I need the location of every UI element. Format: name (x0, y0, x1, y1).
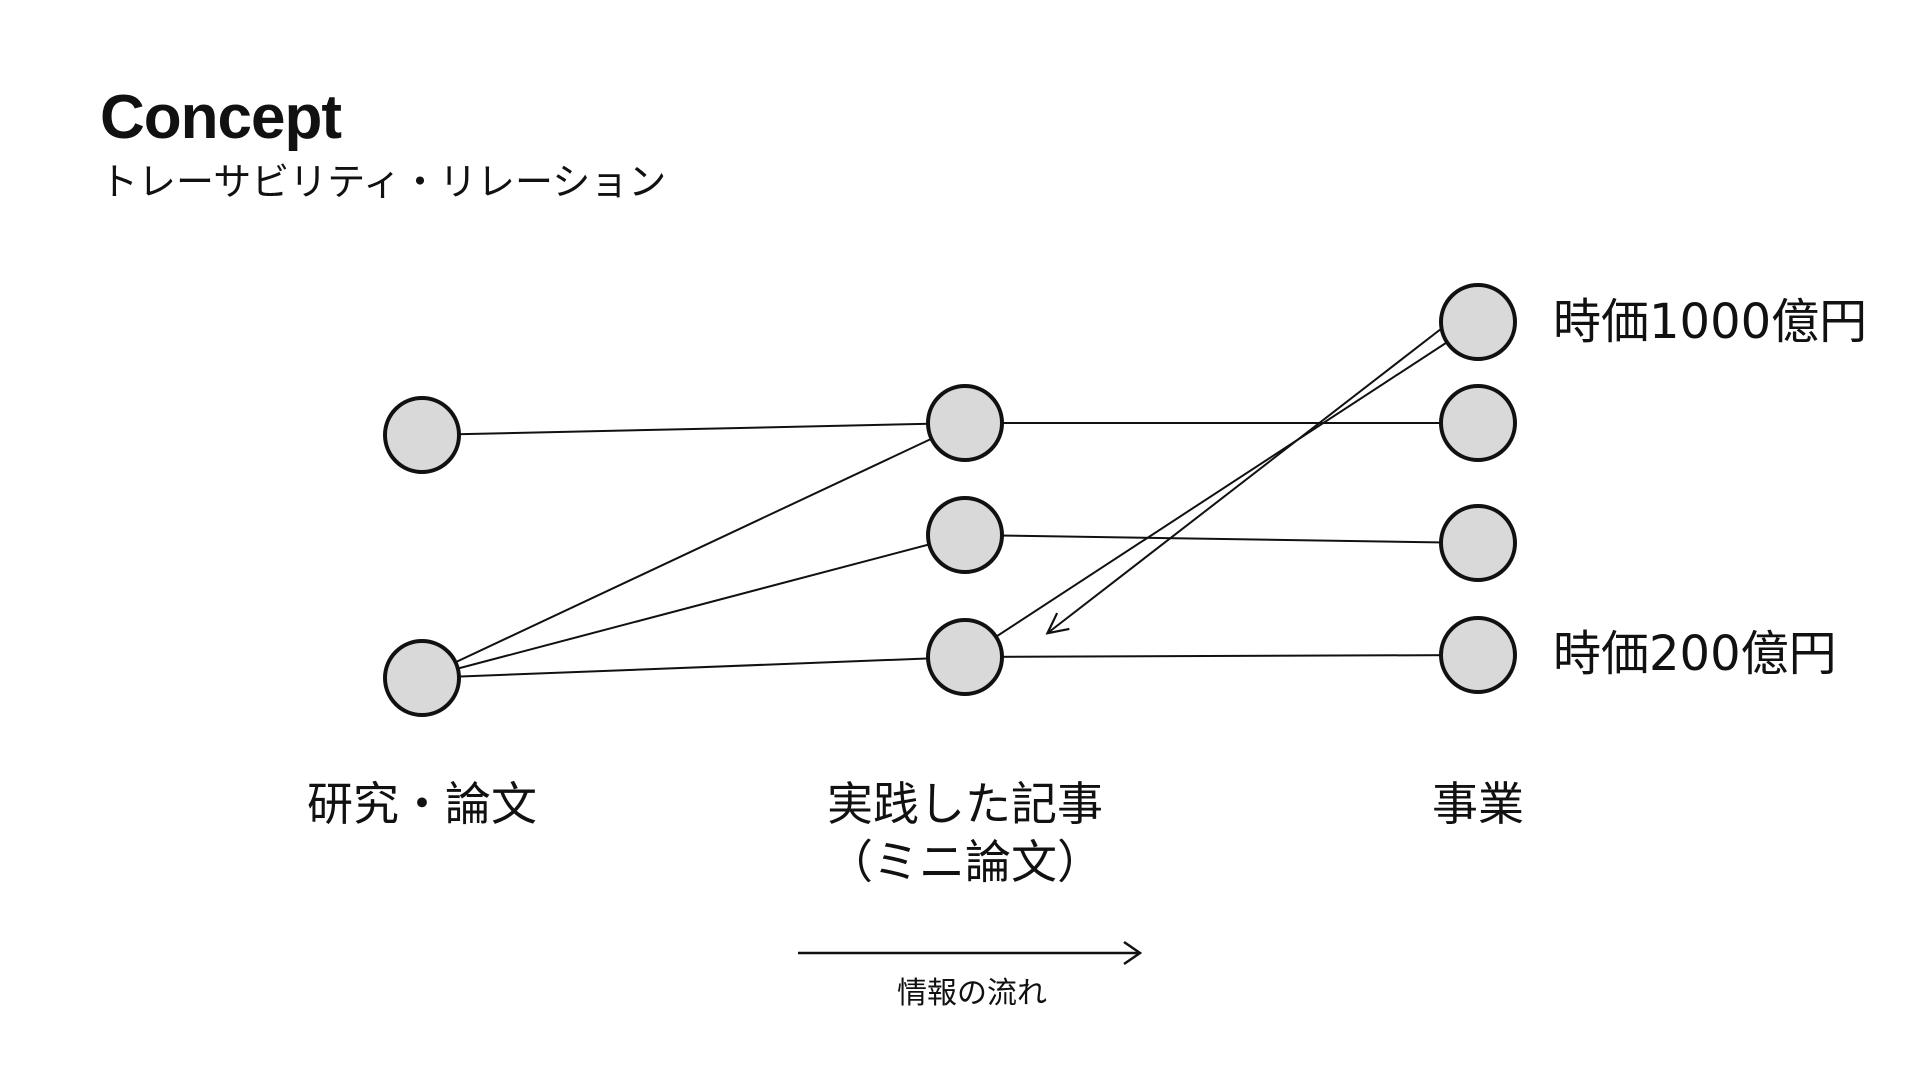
node-label-b4: 時価200億円 (1553, 626, 1837, 682)
node-r2 (383, 639, 461, 717)
edge-a3-b1 (964, 321, 1479, 658)
column-label-research-line1: 研究・論文 (307, 777, 537, 831)
flow-label: 情報の流れ (897, 976, 1047, 1011)
node-r1 (383, 396, 461, 474)
column-label-articles-line2: （ミニ論文） (827, 835, 1103, 889)
trace-layer (1049, 319, 1454, 632)
column-label-business: 事業 (1268, 775, 1688, 833)
node-b3 (1439, 504, 1517, 582)
page-subtitle: トレーサビリティ・リレーション (100, 160, 667, 204)
column-label-articles-line1: 実践した記事 (827, 777, 1103, 831)
edge-r1-a1 (421, 422, 966, 436)
flow-arrow (798, 940, 1143, 966)
edges-layer (421, 321, 1479, 679)
trace-arrow-b1-a3 (1049, 319, 1454, 632)
node-b1 (1439, 283, 1517, 361)
column-label-research: 研究・論文 (212, 775, 632, 833)
column-label-business-line1: 事業 (1432, 777, 1524, 831)
edge-a2-b3 (964, 534, 1479, 544)
column-label-articles: 実践した記事 （ミニ論文） (755, 775, 1175, 891)
node-label-b1: 時価1000億円 (1553, 294, 1868, 350)
node-b4 (1439, 616, 1517, 694)
edge-r2-a1 (421, 422, 966, 679)
node-b2 (1439, 384, 1517, 462)
page-title: Concept (100, 83, 342, 152)
edge-r2-a3 (421, 656, 966, 679)
edge-a3-b4 (964, 654, 1479, 658)
nodes-layer (383, 283, 1517, 717)
node-a2 (926, 496, 1004, 574)
node-a1 (926, 384, 1004, 462)
edge-r2-a2 (421, 534, 966, 679)
node-a3 (926, 618, 1004, 696)
